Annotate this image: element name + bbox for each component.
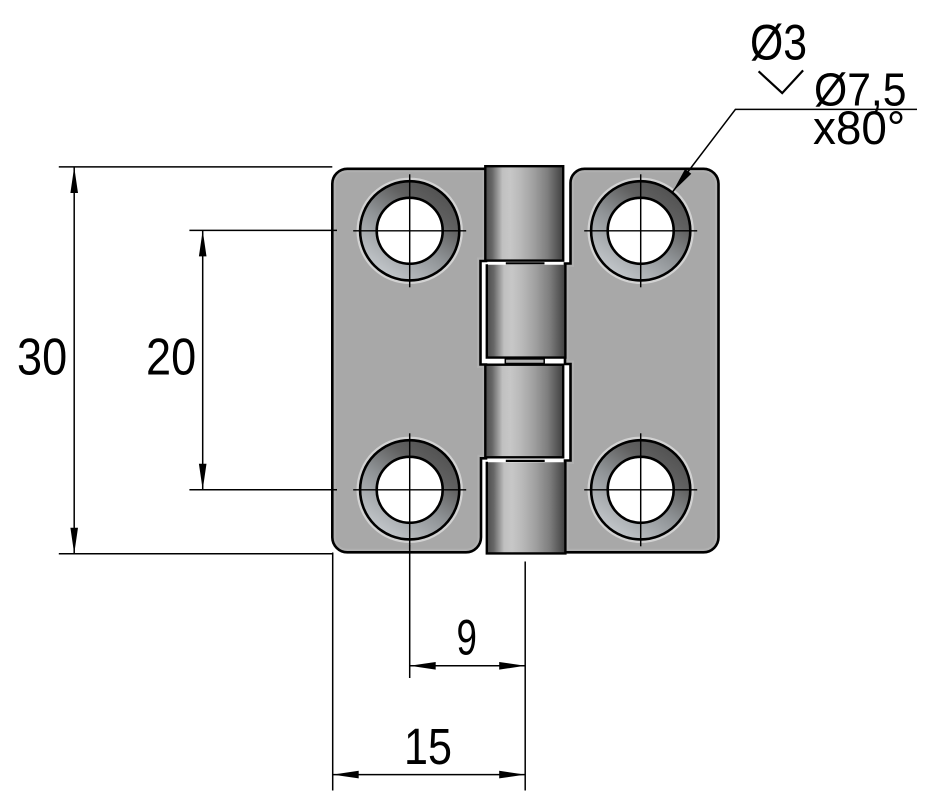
svg-text:Ø7,5: Ø7,5 <box>814 65 907 116</box>
svg-text:Ø3: Ø3 <box>750 14 807 70</box>
svg-text:x80°: x80° <box>813 101 905 154</box>
svg-text:9: 9 <box>457 610 477 666</box>
svg-text:20: 20 <box>146 329 196 387</box>
svg-text:30: 30 <box>17 329 67 387</box>
svg-text:15: 15 <box>404 719 452 776</box>
